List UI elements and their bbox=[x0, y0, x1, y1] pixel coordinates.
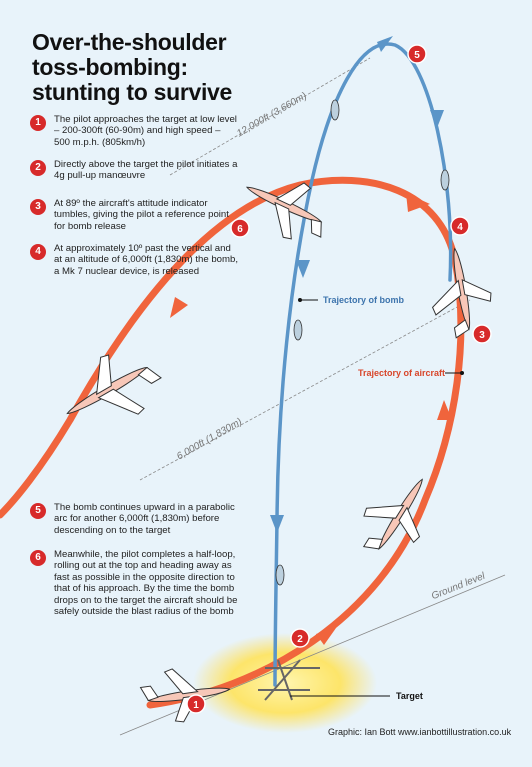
step-text: At 89º the aircraft's attitude indicator… bbox=[54, 198, 229, 232]
marker-3: 3 bbox=[472, 324, 492, 344]
bomb-arrowheads bbox=[270, 36, 444, 533]
step-number: 6 bbox=[30, 550, 46, 566]
aircraft-trajectory-label: Trajectory of aircraft bbox=[358, 368, 446, 378]
title-line-3: stunting to survive bbox=[32, 79, 233, 105]
step-number: 3 bbox=[30, 199, 46, 215]
marker-label: 5 bbox=[414, 50, 420, 61]
marker-4: 4 bbox=[450, 216, 470, 236]
step-number: 4 bbox=[30, 244, 46, 260]
target-cross-icon bbox=[258, 659, 320, 701]
page-title: Over-the-shoulder toss-bombing: stunting… bbox=[32, 30, 272, 105]
graphic-credit: Graphic: Ian Bott www.ianbottillustratio… bbox=[328, 727, 512, 737]
bomb-trajectory-label: Trajectory of bomb bbox=[323, 295, 405, 305]
altitude-line-6000 bbox=[139, 299, 471, 481]
marker-6: 6 bbox=[230, 218, 250, 238]
step-text: At approximately 10º past the vertical a… bbox=[54, 243, 238, 277]
title-line-1: Over-the-shoulder bbox=[32, 29, 227, 55]
step-text: The pilot approaches the target at low l… bbox=[54, 114, 237, 148]
step-number: 2 bbox=[30, 160, 46, 176]
marker-label: 1 bbox=[193, 700, 199, 711]
step-number: 5 bbox=[30, 503, 46, 519]
bomb-icon bbox=[275, 99, 450, 586]
bomb-trajectory bbox=[273, 42, 453, 687]
target-label: Target bbox=[396, 691, 423, 701]
altitude-line-12000 bbox=[169, 57, 371, 176]
step-number: 1 bbox=[30, 115, 46, 131]
step-text: Directly above the target the pilot init… bbox=[54, 159, 238, 182]
step-text: Meanwhile, the pilot completes a half-lo… bbox=[54, 549, 238, 618]
step-text: The bomb continues upward in a parabolic… bbox=[54, 502, 235, 536]
marker-label: 6 bbox=[237, 224, 243, 235]
marker-2: 2 bbox=[290, 628, 310, 648]
title-line-2: toss-bombing: bbox=[32, 54, 188, 80]
marker-label: 2 bbox=[297, 634, 303, 645]
aircraft-arrowheads bbox=[170, 193, 452, 645]
marker-label: 4 bbox=[457, 222, 463, 233]
marker-5: 5 bbox=[407, 44, 427, 64]
marker-1: 1 bbox=[186, 694, 206, 714]
marker-label: 3 bbox=[479, 330, 485, 341]
